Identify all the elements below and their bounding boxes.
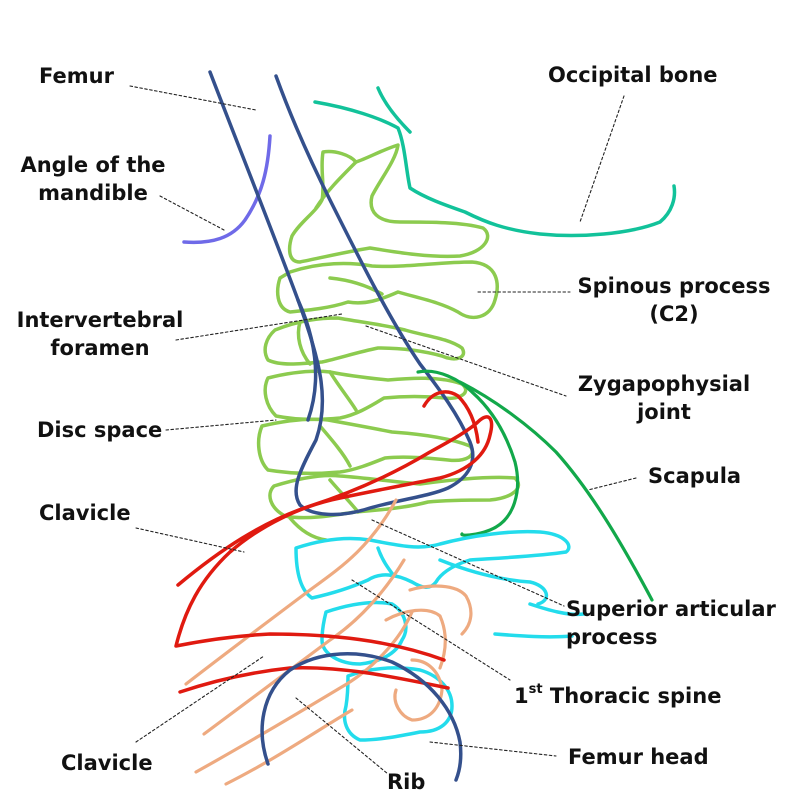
mandible-angle [182,134,272,245]
rib-2 [202,558,406,736]
label-femur-head: Femur head [568,745,709,769]
c6-facet [318,424,352,468]
rib-4 [224,708,354,786]
label-intervertebral-line-1: Intervertebral [16,308,184,332]
leader-thoracic [351,579,511,681]
clavicle-upper [174,415,494,662]
leader-disc [165,419,277,431]
label-intervertebral-line-2: foramen [50,336,150,360]
c6-vertebra-outline [256,417,475,476]
cervical-vertebrae [256,143,521,542]
label-rib: Rib [387,770,426,794]
label-angle-line-2: mandible [38,181,148,205]
label-occipital-bone: Occipital bone [548,63,718,87]
leader-mandible [159,195,225,231]
rib-3 [194,610,414,774]
scapula-spine [458,380,654,602]
label-zygapophysial-joint: Zygapophysial joint [576,370,752,426]
t2-process [493,632,574,639]
label-superior-line-1: Superior articular [566,597,776,621]
ribs [184,498,473,786]
occipital-crest [376,86,412,134]
c3-vertebra-outline [275,260,499,320]
occipital-bone [313,100,677,238]
label-thoracic-spine: 1st Thoracic spine [514,682,721,710]
thoracic-link [376,546,396,578]
label-disc-space: Disc space [37,418,163,442]
label-thoracic-ordinal: st [528,682,543,697]
label-superior-articular-process: Superior articular process [566,595,776,651]
label-zygapophysial-line-1: Zygapophysial [577,372,751,396]
label-zygapophysial-line-2: joint [637,400,691,424]
c4-body-line [296,320,312,366]
c2-vertebra-outline [287,143,490,264]
t1-vertebra [294,529,571,600]
label-thoracic-text: Thoracic spine [542,684,722,708]
leader-rib [295,697,389,775]
leader-superior-articular [371,519,565,607]
label-angle-of-mandible: Angle of the mandible [18,151,168,207]
c4-vertebra-outline [263,316,466,366]
thoracic-vertebrae [294,529,586,742]
rib-1 [184,498,398,686]
t1-body [320,600,408,666]
c7-vertebra-outline [268,473,521,520]
leader-clavicle-lower [135,655,265,743]
leader-femur [129,85,257,111]
t2-process-2 [528,602,586,617]
c7-lower-facet [288,516,328,542]
label-intervertebral-foramen: Intervertebral foramen [10,306,190,362]
femur-shaft-anterior [208,70,475,517]
label-angle-line-1: Angle of the [20,153,166,177]
femur-shaft-posterior [296,298,318,422]
label-superior-line-2: process [566,625,658,649]
t2-vertebra [342,666,454,742]
c2-spinous-arc [314,160,358,210]
leader-scapula [587,477,637,491]
label-scapula: Scapula [648,464,742,488]
c5-facet [328,370,358,412]
label-femur-top: Femur [39,64,114,88]
label-clavicle-upper: Clavicle [39,501,131,525]
leader-femur-head [429,741,557,757]
rib-5 [408,584,473,636]
label-clavicle-lower: Clavicle [61,751,153,775]
rib-6 [384,608,447,670]
t1-process [438,558,549,606]
rib-7 [393,658,444,722]
leader-lines [129,85,637,775]
leader-occipital [579,95,625,223]
leader-intervertebral [175,313,343,341]
label-spinous-process: Spinous process (C2) [572,272,776,328]
label-spinous-line-2: (C2) [649,302,699,326]
leader-clavicle-upper [135,527,245,553]
femur-head-arc [260,652,463,782]
label-spinous-line-1: Spinous process [577,274,771,298]
leader-zygapophysial [365,325,567,397]
clavicle-head [422,390,480,444]
label-thoracic-number: 1 [514,684,529,708]
